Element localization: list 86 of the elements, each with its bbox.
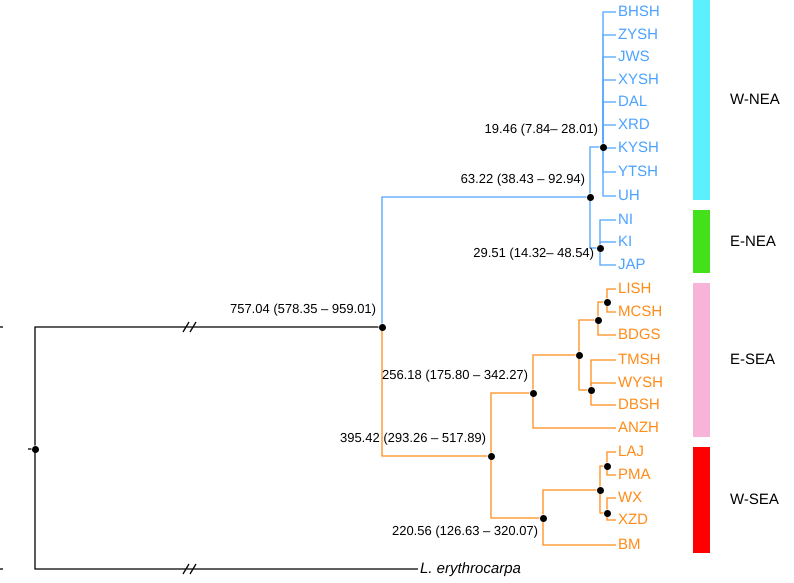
clade-bar	[693, 283, 710, 437]
taxon-label: UH	[618, 187, 640, 205]
tree-branch	[597, 324, 616, 336]
tree-branch	[599, 465, 604, 486]
taxon-label: BHSH	[618, 3, 660, 21]
taxon-label: JAP	[618, 256, 646, 274]
node-dot	[488, 452, 494, 460]
tree-branch	[599, 252, 616, 266]
tree-branch	[542, 522, 616, 546]
tree-branch	[490, 392, 530, 452]
taxon-label: MCSH	[618, 303, 662, 321]
clade-label: E-SEA	[730, 351, 776, 369]
tree-branch	[381, 330, 488, 457]
tree-branch	[34, 452, 418, 570]
tree-branch	[606, 288, 616, 298]
taxon-label: XYSH	[618, 71, 659, 89]
tree-branch	[589, 146, 600, 194]
taxon-label: BM	[618, 536, 640, 554]
tree-branch	[606, 516, 616, 521]
clade-label: E-NEA	[730, 232, 776, 250]
taxon-label: NI	[618, 211, 633, 229]
taxon-label: KYSH	[618, 139, 659, 157]
taxon-label: BDGS	[618, 326, 661, 344]
taxon-label: YTSH	[618, 163, 658, 181]
taxon-label: KI	[618, 233, 632, 251]
taxon-label: ANZH	[618, 419, 659, 437]
tree-branch	[606, 497, 616, 510]
taxon-label: WYSH	[618, 374, 663, 392]
tree-branch	[590, 382, 616, 386]
tree-branch	[381, 196, 586, 324]
taxon-label: DBSH	[618, 396, 660, 414]
taxon-label: DAL	[618, 93, 648, 111]
divergence-time-label: 395.42 (293.26 – 517.89)	[340, 430, 486, 446]
node-dot	[588, 386, 594, 394]
taxon-label: PMA	[618, 466, 651, 484]
taxon-label: XRD	[618, 116, 650, 134]
clade-bar	[693, 0, 710, 200]
tree-branch	[606, 470, 616, 476]
tree-branch	[532, 354, 576, 390]
clade-bar	[693, 447, 710, 553]
node-dot	[32, 446, 38, 452]
clade-bar	[693, 210, 710, 273]
node-dot	[530, 390, 536, 396]
tree-branch	[542, 489, 596, 514]
tree-branch	[599, 219, 616, 244]
node-dot	[604, 510, 610, 516]
divergence-time-label: 63.22 (38.43 – 92.94)	[460, 171, 585, 187]
taxon-label: ZYSH	[618, 26, 658, 44]
tree-branch	[590, 394, 616, 406]
taxon-label: LAJ	[618, 443, 644, 461]
node-dot	[586, 194, 594, 200]
node-dot	[604, 298, 610, 306]
tree-branch	[589, 200, 596, 249]
node-dot	[604, 462, 610, 470]
tree-branch	[597, 301, 604, 316]
divergence-time-label: 757.04 (578.35 – 959.01)	[230, 301, 376, 317]
tree-branch	[602, 124, 616, 144]
tree-branch	[606, 451, 616, 462]
taxon-label: TMSH	[618, 351, 660, 369]
node-dot	[540, 514, 546, 522]
taxon-label: WX	[618, 489, 642, 507]
taxon-label: XZD	[618, 511, 648, 529]
divergence-time-label: 220.56 (126.63 – 320.07)	[392, 523, 538, 539]
node-dot	[378, 324, 386, 330]
tree-branch	[606, 306, 616, 313]
node-dot	[600, 144, 606, 150]
tree-branch	[602, 150, 616, 197]
tree-branch	[532, 396, 616, 429]
taxon-label: JWS	[618, 48, 650, 66]
taxon-label: L. erythrocarpa	[420, 560, 521, 578]
clade-label: W-SEA	[730, 491, 779, 509]
tree-branch	[599, 241, 616, 244]
node-dot	[594, 316, 602, 324]
divergence-time-label: 19.46 (7.84– 28.01)	[484, 121, 598, 137]
tree-branch	[578, 358, 588, 391]
node-dot	[576, 352, 582, 358]
clade-label: W-NEA	[730, 91, 780, 109]
divergence-time-label: 29.51 (14.32– 48.54)	[473, 245, 594, 261]
taxon-label: LISH	[618, 280, 652, 298]
tree-branch	[490, 460, 540, 519]
node-dot	[596, 486, 604, 494]
tree-branch	[599, 494, 604, 514]
tree-branch	[34, 326, 378, 446]
tree-branch	[578, 319, 594, 352]
node-dot	[596, 244, 604, 252]
divergence-time-label: 256.18 (175.80 – 342.27)	[382, 367, 528, 383]
